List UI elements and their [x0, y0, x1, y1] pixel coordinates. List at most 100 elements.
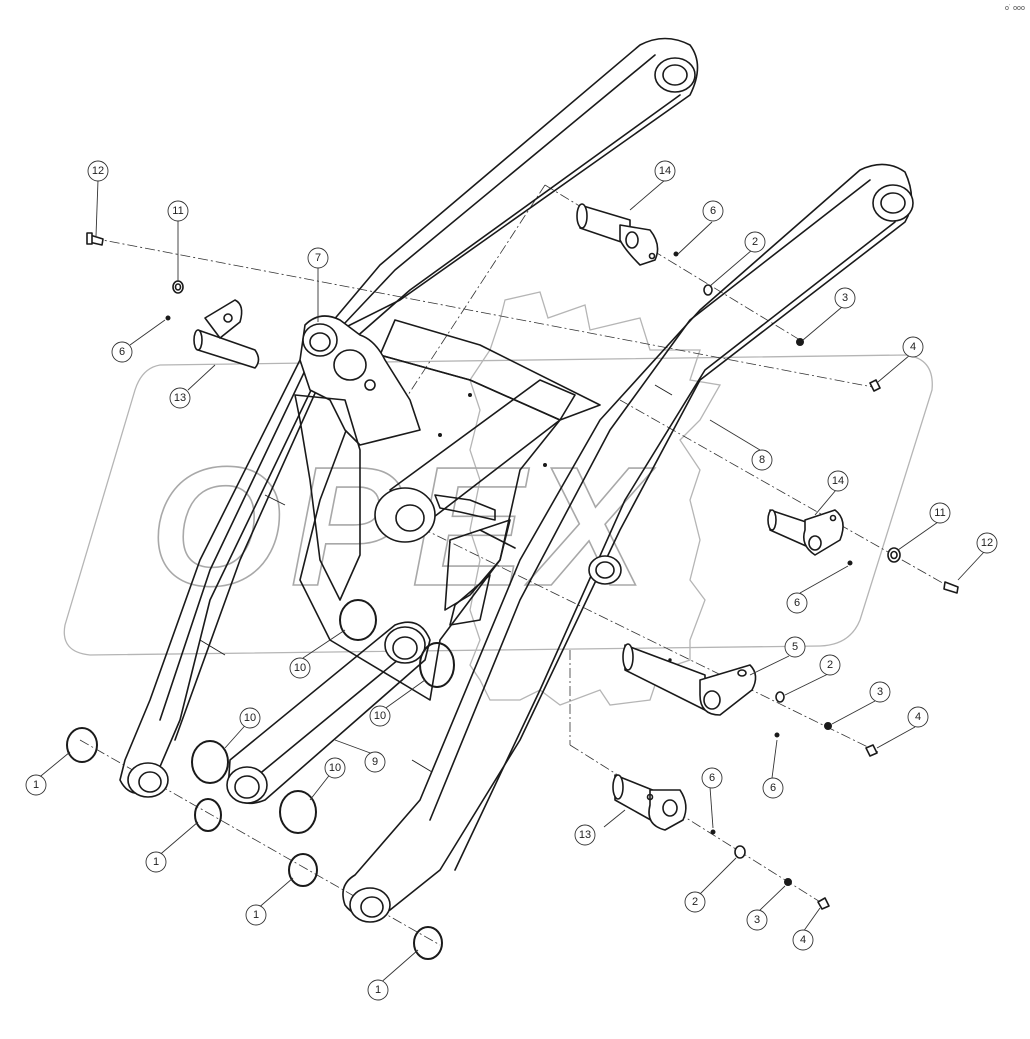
callout-4: 4	[792, 929, 814, 951]
callout-label: 1	[375, 984, 381, 996]
callout-7: 7	[307, 247, 329, 269]
callout-11: 11	[167, 200, 189, 222]
pivot-ends	[127, 762, 391, 923]
callout-circle	[111, 341, 133, 363]
callout-label: 6	[709, 772, 715, 784]
callout-circle	[869, 681, 891, 703]
callout-label: 12	[981, 537, 993, 549]
callout-1: 1	[25, 774, 47, 796]
callout-label: 13	[174, 392, 186, 404]
callouts: 1111222333444566666789101010101111121213…	[25, 160, 998, 1001]
callout-label: 2	[827, 659, 833, 671]
callout-label: 8	[759, 454, 765, 466]
callout-label: 10	[294, 662, 306, 674]
callout-circle	[929, 502, 951, 524]
pins	[193, 203, 844, 831]
callout-label: 10	[244, 712, 256, 724]
callout-circle	[907, 706, 929, 728]
callout-14: 14	[654, 160, 676, 182]
callout-circle	[245, 904, 267, 926]
callout-5: 5	[784, 636, 806, 658]
center-pivot	[374, 379, 576, 549]
callout-circle	[902, 336, 924, 358]
callout-circle	[167, 200, 189, 222]
pin-13-upper	[193, 299, 260, 369]
callout-label: 2	[692, 896, 698, 908]
callout-circle	[834, 287, 856, 309]
callout-circle	[169, 387, 191, 409]
callout-3: 3	[869, 681, 891, 703]
callout-circle	[684, 891, 706, 913]
watermark-frame	[63, 354, 933, 656]
callout-2: 2	[744, 231, 766, 253]
callout-label: 10	[374, 710, 386, 722]
callout-12: 12	[87, 160, 109, 182]
callout-circle	[762, 777, 784, 799]
callout-circle	[701, 767, 723, 789]
callout-label: 11	[934, 507, 945, 519]
bell-crank	[294, 315, 421, 601]
callout-circle	[324, 757, 346, 779]
callout-label: 12	[92, 165, 104, 177]
callout-4: 4	[902, 336, 924, 358]
callout-label: 10	[329, 762, 341, 774]
callout-circle	[654, 160, 676, 182]
callout-circle	[239, 707, 261, 729]
callout-label: 1	[153, 856, 159, 868]
callout-14: 14	[827, 470, 849, 492]
callout-13: 13	[169, 387, 191, 409]
callout-label: 14	[659, 165, 671, 177]
callout-label: 6	[770, 782, 776, 794]
callout-circle	[744, 231, 766, 253]
callout-label: 13	[579, 829, 591, 841]
pin-13-lower	[612, 774, 687, 831]
callout-10: 10	[369, 705, 391, 727]
small-hardware	[86, 232, 959, 910]
callout-label: 6	[119, 346, 125, 358]
callout-label: 1	[33, 779, 39, 791]
callout-9: 9	[364, 751, 386, 773]
callout-label: 1	[253, 909, 259, 921]
callout-circle	[827, 470, 849, 492]
callout-6: 6	[701, 767, 723, 789]
callout-circle	[367, 979, 389, 1001]
callout-circle	[87, 160, 109, 182]
callout-circle	[145, 851, 167, 873]
callout-label: 6	[794, 597, 800, 609]
callout-label: 4	[910, 341, 916, 353]
callout-label: 3	[877, 686, 883, 698]
callout-3: 3	[834, 287, 856, 309]
callout-10: 10	[289, 657, 311, 679]
pin-5	[622, 643, 757, 716]
callout-circle	[364, 751, 386, 773]
callout-8: 8	[751, 449, 773, 471]
callout-circle	[369, 705, 391, 727]
link	[226, 621, 431, 805]
callout-circle	[819, 654, 841, 676]
callout-10: 10	[324, 757, 346, 779]
callout-6: 6	[762, 777, 784, 799]
callout-12: 12	[976, 532, 998, 554]
callout-circle	[25, 774, 47, 796]
callout-label: 4	[915, 711, 921, 723]
callout-circle	[746, 909, 768, 931]
corner-mark: o˙ ooo	[1005, 4, 1025, 12]
callout-circle	[289, 657, 311, 679]
callout-leaders	[35, 179, 985, 986]
callout-3: 3	[746, 909, 768, 931]
pin-14-upper	[576, 203, 659, 266]
callout-1: 1	[145, 851, 167, 873]
callout-label: 3	[842, 292, 848, 304]
callout-2: 2	[684, 891, 706, 913]
callout-circle	[792, 929, 814, 951]
callout-label: 3	[754, 914, 760, 926]
callout-circle	[574, 824, 596, 846]
callout-1: 1	[245, 904, 267, 926]
callout-1: 1	[367, 979, 389, 1001]
callout-6: 6	[786, 592, 808, 614]
callout-13: 13	[574, 824, 596, 846]
callout-4: 4	[907, 706, 929, 728]
pin-14-right	[767, 509, 844, 556]
bushings	[66, 599, 455, 960]
callout-2: 2	[819, 654, 841, 676]
